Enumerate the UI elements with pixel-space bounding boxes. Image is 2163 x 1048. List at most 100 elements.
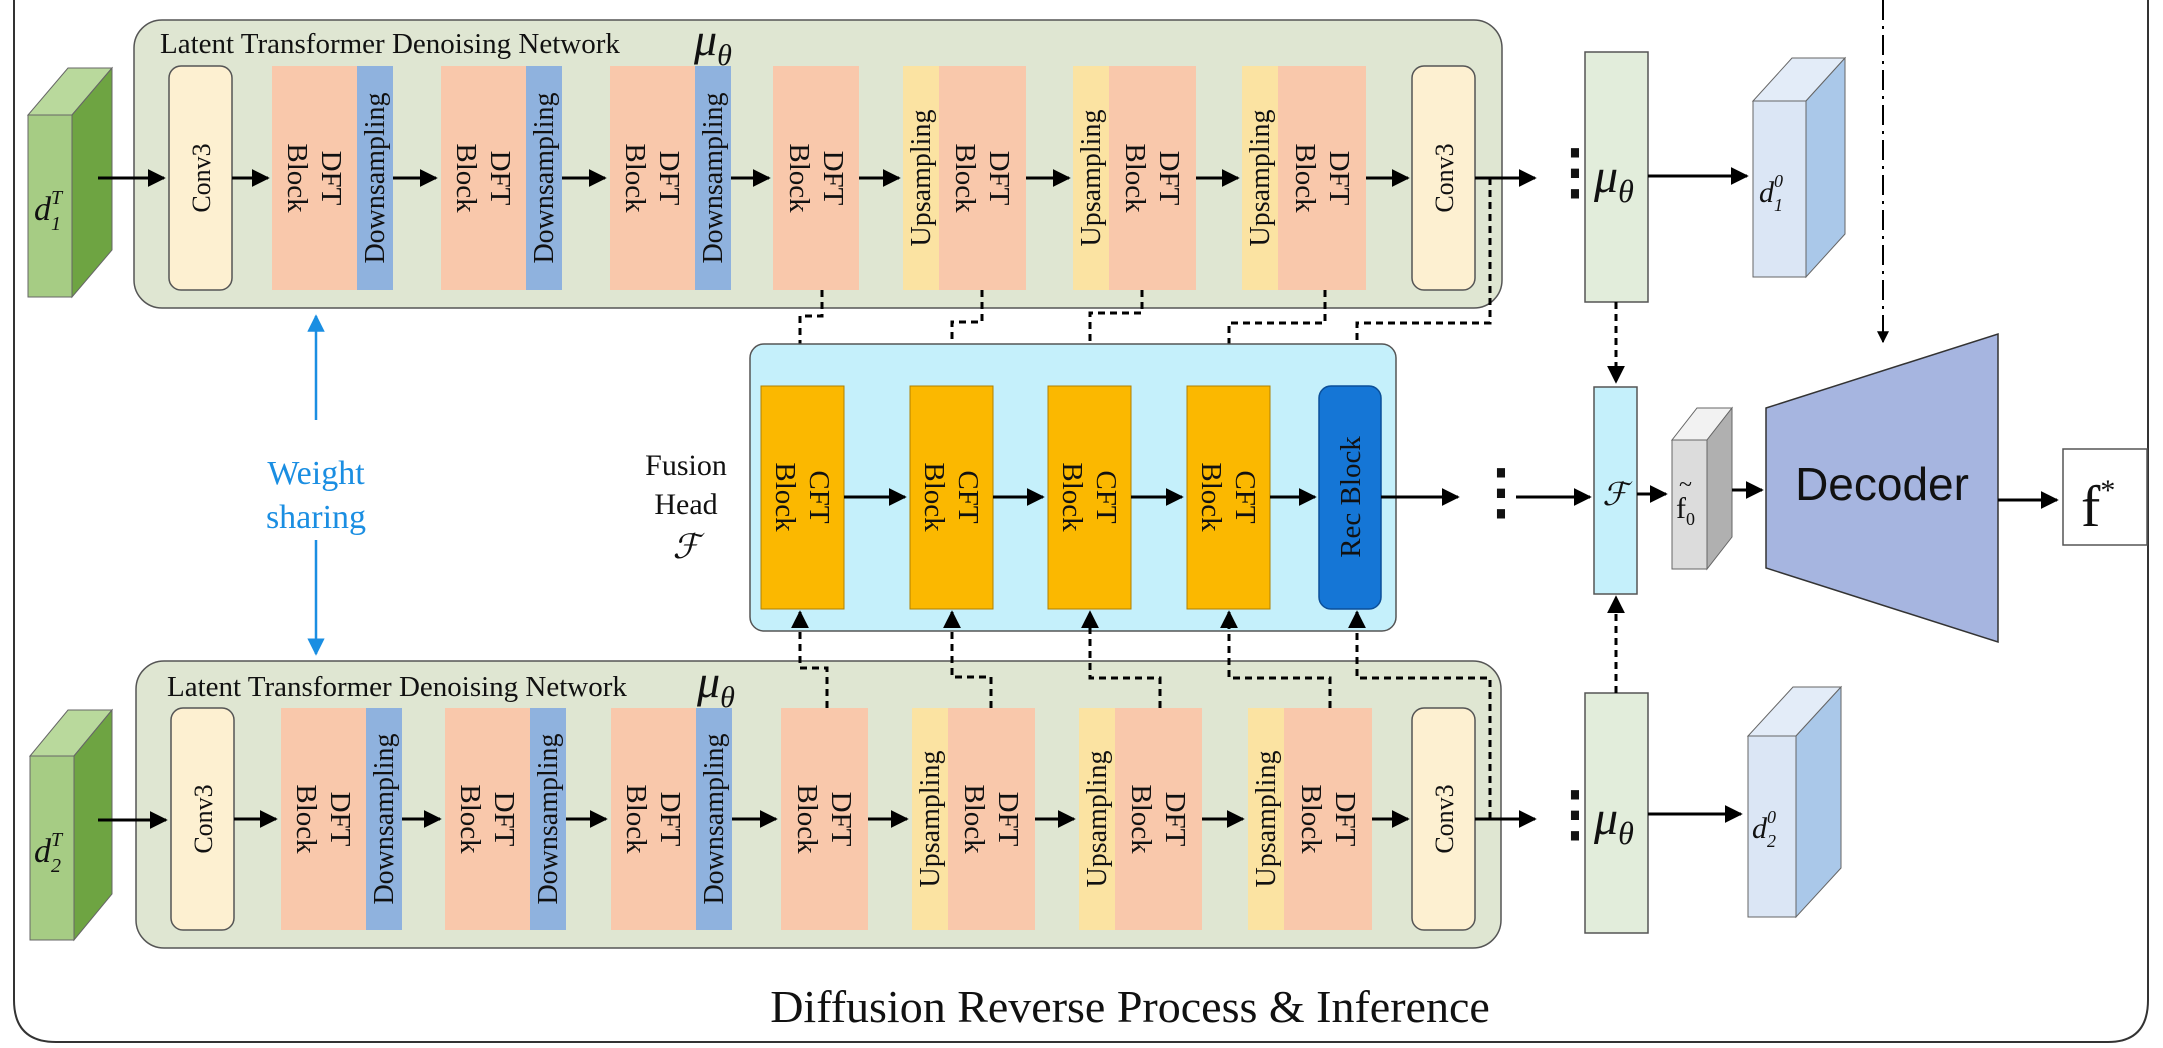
output-cube-top: d10 bbox=[1751, 56, 1847, 279]
dashed-connectors-bottom bbox=[791, 595, 1625, 819]
conv3-label: Conv3 bbox=[1430, 784, 1459, 853]
bottom-network: Latent Transformer Denoising Network μθ … bbox=[28, 656, 1537, 949]
upsampling-label: Upsampling bbox=[1245, 110, 1276, 247]
dft-block bbox=[781, 708, 868, 930]
dft-block bbox=[1278, 66, 1366, 290]
input-cube-bottom: d2T bbox=[28, 708, 114, 942]
conv3-label: Conv3 bbox=[189, 784, 218, 853]
network-title: Latent Transformer Denoising Network bbox=[160, 28, 620, 60]
downsampling-label: Downsampling bbox=[529, 92, 560, 263]
conv3-label: Conv3 bbox=[187, 143, 216, 212]
downsampling-block bbox=[530, 708, 566, 930]
downsampling-block bbox=[695, 66, 731, 290]
fusion-head: CFTBlock CFTBlock CFTBlock CFTBlock Rec … bbox=[749, 343, 1397, 632]
output-cube-bottom: d20 bbox=[1746, 685, 1843, 919]
dft-label: DFTBlock bbox=[783, 143, 849, 213]
downsampling-label: Downsampling bbox=[360, 92, 391, 263]
dft-label: DFTBlock bbox=[450, 143, 516, 213]
top-network: Latent Transformer Denoising Network μθ … bbox=[26, 14, 1537, 309]
decoder-label: Decoder bbox=[1795, 458, 1969, 510]
mu-theta-label: μθ bbox=[693, 14, 732, 72]
svg-text:f0: f0 bbox=[1676, 492, 1695, 529]
dft-block bbox=[281, 708, 366, 930]
dft-block bbox=[611, 708, 696, 930]
conv3-label: Conv3 bbox=[1430, 143, 1459, 212]
dft-label: DFTBlock bbox=[1125, 784, 1191, 854]
fusion-output-box bbox=[1593, 386, 1638, 595]
cft-label: CFTBlock bbox=[769, 462, 835, 532]
cft-block bbox=[1186, 385, 1271, 610]
svg-text:d1T: d1T bbox=[34, 187, 64, 235]
upsampling-block bbox=[1079, 708, 1115, 930]
mu-theta-symbol: μθ bbox=[1593, 792, 1634, 851]
upsampling-block bbox=[912, 708, 948, 930]
cft-label: CFTBlock bbox=[918, 462, 984, 532]
dft-block bbox=[1115, 708, 1202, 930]
dft-label: DFTBlock bbox=[1289, 143, 1355, 213]
dft-block bbox=[445, 708, 530, 930]
footer-title: Diffusion Reverse Process & Inference bbox=[770, 981, 1490, 1032]
dft-block bbox=[948, 708, 1035, 930]
dft-label: DFTBlock bbox=[281, 143, 347, 213]
dft-label: DFTBlock bbox=[791, 784, 857, 854]
dft-label: DFTBlock bbox=[620, 784, 686, 854]
svg-text:~: ~ bbox=[1679, 472, 1692, 498]
upsampling-label: Upsampling bbox=[915, 751, 946, 888]
mu-theta-box bbox=[1584, 692, 1649, 934]
upsampling-label: Upsampling bbox=[1251, 751, 1282, 888]
network-title: Latent Transformer Denoising Network bbox=[167, 671, 627, 703]
cft-block bbox=[909, 385, 994, 610]
downsampling-label: Downsampling bbox=[698, 92, 729, 263]
downsampling-block bbox=[526, 66, 562, 290]
cft-label: CFTBlock bbox=[1056, 462, 1122, 532]
outer-frame bbox=[13, 0, 2149, 1043]
final-output-label: f* bbox=[2081, 474, 2115, 539]
mu-theta-box bbox=[1584, 51, 1649, 303]
svg-text:d20: d20 bbox=[1752, 807, 1776, 851]
upsampling-block bbox=[1242, 66, 1278, 290]
dft-label: DFTBlock bbox=[454, 784, 520, 854]
dft-block bbox=[1284, 708, 1372, 930]
cft-label: CFTBlock bbox=[1195, 462, 1261, 532]
input-cube-top: d1T bbox=[26, 66, 114, 299]
upsampling-label: Upsampling bbox=[1076, 110, 1107, 247]
dft-block bbox=[773, 66, 859, 290]
decoder bbox=[1765, 332, 1999, 644]
cft-block bbox=[760, 385, 845, 610]
downsampling-label: Downsampling bbox=[699, 733, 730, 904]
dft-label: DFTBlock bbox=[1295, 784, 1361, 854]
dft-block bbox=[272, 66, 357, 290]
downsampling-block bbox=[696, 708, 732, 930]
ellipsis: ⋮ bbox=[1471, 459, 1531, 525]
mu-theta-symbol: μθ bbox=[1593, 150, 1634, 209]
rec-block-label: Rec Block bbox=[1335, 436, 1367, 558]
upsampling-label: Upsampling bbox=[906, 110, 937, 247]
downsampling-block bbox=[357, 66, 393, 290]
dft-block bbox=[610, 66, 695, 290]
dft-label: DFTBlock bbox=[290, 784, 356, 854]
dft-block bbox=[441, 66, 526, 290]
upsampling-block bbox=[903, 66, 939, 290]
downsampling-label: Downsampling bbox=[369, 733, 400, 904]
upsampling-block bbox=[1073, 66, 1109, 290]
svg-text:d10: d10 bbox=[1759, 171, 1783, 215]
dft-label: DFTBlock bbox=[1119, 143, 1185, 213]
downsampling-label: Downsampling bbox=[533, 733, 564, 904]
downsampling-block bbox=[366, 708, 402, 930]
fusion-symbol: ℱ bbox=[673, 529, 706, 566]
dft-block bbox=[939, 66, 1026, 290]
upsampling-block bbox=[1248, 708, 1284, 930]
svg-text:d2T: d2T bbox=[34, 829, 64, 877]
dft-block bbox=[1109, 66, 1196, 290]
mu-theta-label: μθ bbox=[696, 656, 735, 714]
final-output-box bbox=[2062, 448, 2148, 546]
latent-feature-cube: f0 ~ bbox=[1670, 406, 1734, 571]
dft-label: DFTBlock bbox=[949, 143, 1015, 213]
dft-label: DFTBlock bbox=[958, 784, 1024, 854]
dft-label: DFTBlock bbox=[619, 143, 685, 213]
upsampling-label: Upsampling bbox=[1082, 751, 1113, 888]
